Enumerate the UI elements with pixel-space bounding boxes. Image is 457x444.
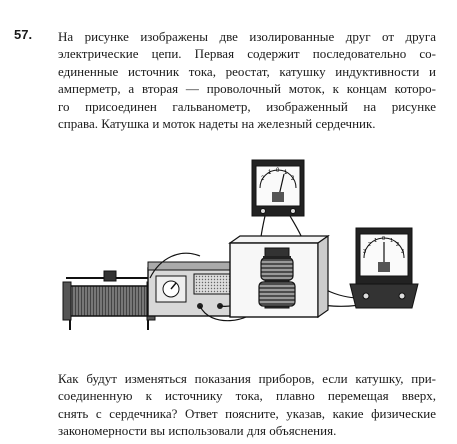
rheostat <box>62 270 156 330</box>
problem-line: единенные источник тока, реостат, катушк… <box>58 63 436 79</box>
problem-text: На рисунке изображены две изолированные … <box>58 28 436 132</box>
galvanometer-scale-label: 1 <box>390 238 393 244</box>
ammeter-scale-label: 0 <box>276 168 280 174</box>
galvanometer-scale-label: 3 <box>401 249 404 255</box>
question-line: соединенную к источнику тока, плавно пер… <box>58 388 436 404</box>
ammeter-scale-label: 2 <box>261 176 265 182</box>
ammeter: 2 1 0 1 2 <box>251 159 305 217</box>
current-source <box>147 261 241 317</box>
coil-and-winding <box>258 247 296 309</box>
ammeter-scale-label: 2 <box>291 176 295 182</box>
circuit-illustration: 2 1 0 1 2 3 2 1 0 1 2 3 <box>62 159 419 330</box>
problem-number: 57. <box>14 27 33 42</box>
galvanometer-scale-label: 1 <box>374 238 377 244</box>
question-line: Как будут изменяться показания приборов,… <box>58 371 436 386</box>
galvanometer: 3 2 1 0 1 2 3 <box>349 227 419 309</box>
galvanometer-scale-label: 2 <box>396 242 399 248</box>
question-text: Как будут изменяться показания приборов,… <box>58 370 436 440</box>
galvanometer-scale-label: 2 <box>368 242 371 248</box>
galvanometer-scale-label: 0 <box>382 236 385 242</box>
ammeter-scale-label: 1 <box>268 170 272 176</box>
galvanometer-scale-label: 3 <box>363 249 366 255</box>
problem-line: го присоединен гальванометр, изображенны… <box>58 98 436 114</box>
question-line: снять с сердечника? Ответ поясните, указ… <box>58 405 436 421</box>
problem-line: справа. Катушка и моток надеты на железн… <box>58 116 376 132</box>
problem-line: амперметр, а вторая — проволочный моток,… <box>58 81 436 97</box>
problem-line: На рисунке изображены две изолированные … <box>58 29 436 44</box>
problem-line: электрические цепи. Первая содержит посл… <box>58 46 436 62</box>
question-line: закономерности вы использовали для объяс… <box>58 423 337 439</box>
ammeter-scale-label: 1 <box>284 170 288 176</box>
